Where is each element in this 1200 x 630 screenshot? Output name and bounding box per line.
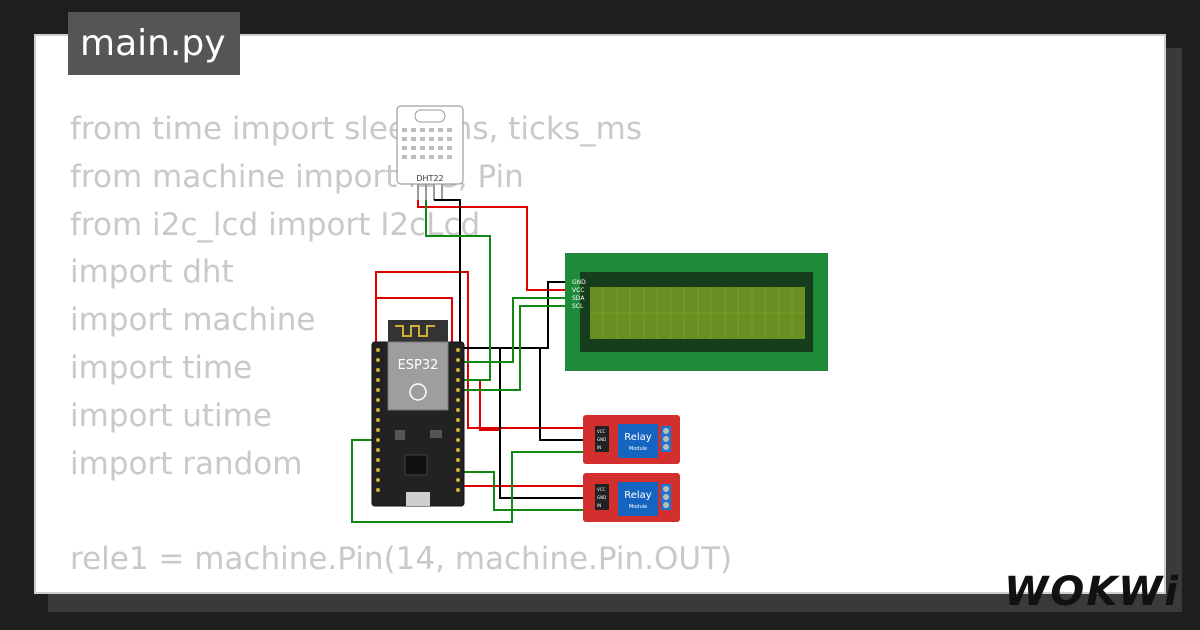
relay-1-pin-gnd: GND [597, 437, 606, 442]
lcd-display[interactable]: GND VCC SDA SCL [565, 253, 828, 371]
dht22-label: DHT22 [416, 174, 443, 183]
relay-module-1[interactable]: Relay Module VCC GND IN [583, 415, 680, 464]
code-line: import machine [70, 302, 316, 339]
lcd-pin-gnd: GND [572, 279, 586, 286]
relay-module-2[interactable]: Relay Module VCC GND IN [583, 473, 680, 522]
code-line: from i2c_lcd import I2cLcd [70, 206, 481, 243]
relay-2-pin-gnd: GND [597, 495, 606, 500]
relay-2-pin-in: IN [597, 503, 601, 508]
relay-2-sublabel: Module [629, 504, 647, 510]
relay-2-pin-vcc: VCC [597, 487, 606, 492]
dht22-sensor[interactable]: DHT22 [396, 105, 464, 200]
esp32-board[interactable]: ESP32 [371, 320, 465, 507]
relay-1-sublabel: Module [629, 446, 647, 452]
code-line: import time [70, 349, 253, 386]
relay-1-pin-in: IN [597, 445, 601, 450]
esp32-label: ESP32 [398, 358, 439, 373]
code-line: rele1 = machine.Pin(14, machine.Pin.OUT) [70, 541, 733, 578]
wokwi-logo: WOKWi [1004, 569, 1180, 615]
wires [351, 199, 583, 523]
file-tab[interactable]: main.py [68, 12, 240, 75]
lcd-pin-vcc: VCC [572, 287, 584, 294]
relay-2-label: Relay [624, 490, 652, 501]
code-line: import utime [70, 397, 272, 434]
code-line: import random [70, 445, 303, 482]
code-line: import dht [70, 254, 234, 291]
lcd-pin-sda: SDA [572, 295, 585, 302]
relay-1-label: Relay [624, 432, 652, 443]
lcd-pin-scl: SCL [572, 303, 584, 310]
relay-1-pin-vcc: VCC [597, 429, 606, 434]
code-line: rele2 = machine.Pin(15, machine.Pin.OUT) [70, 584, 732, 592]
